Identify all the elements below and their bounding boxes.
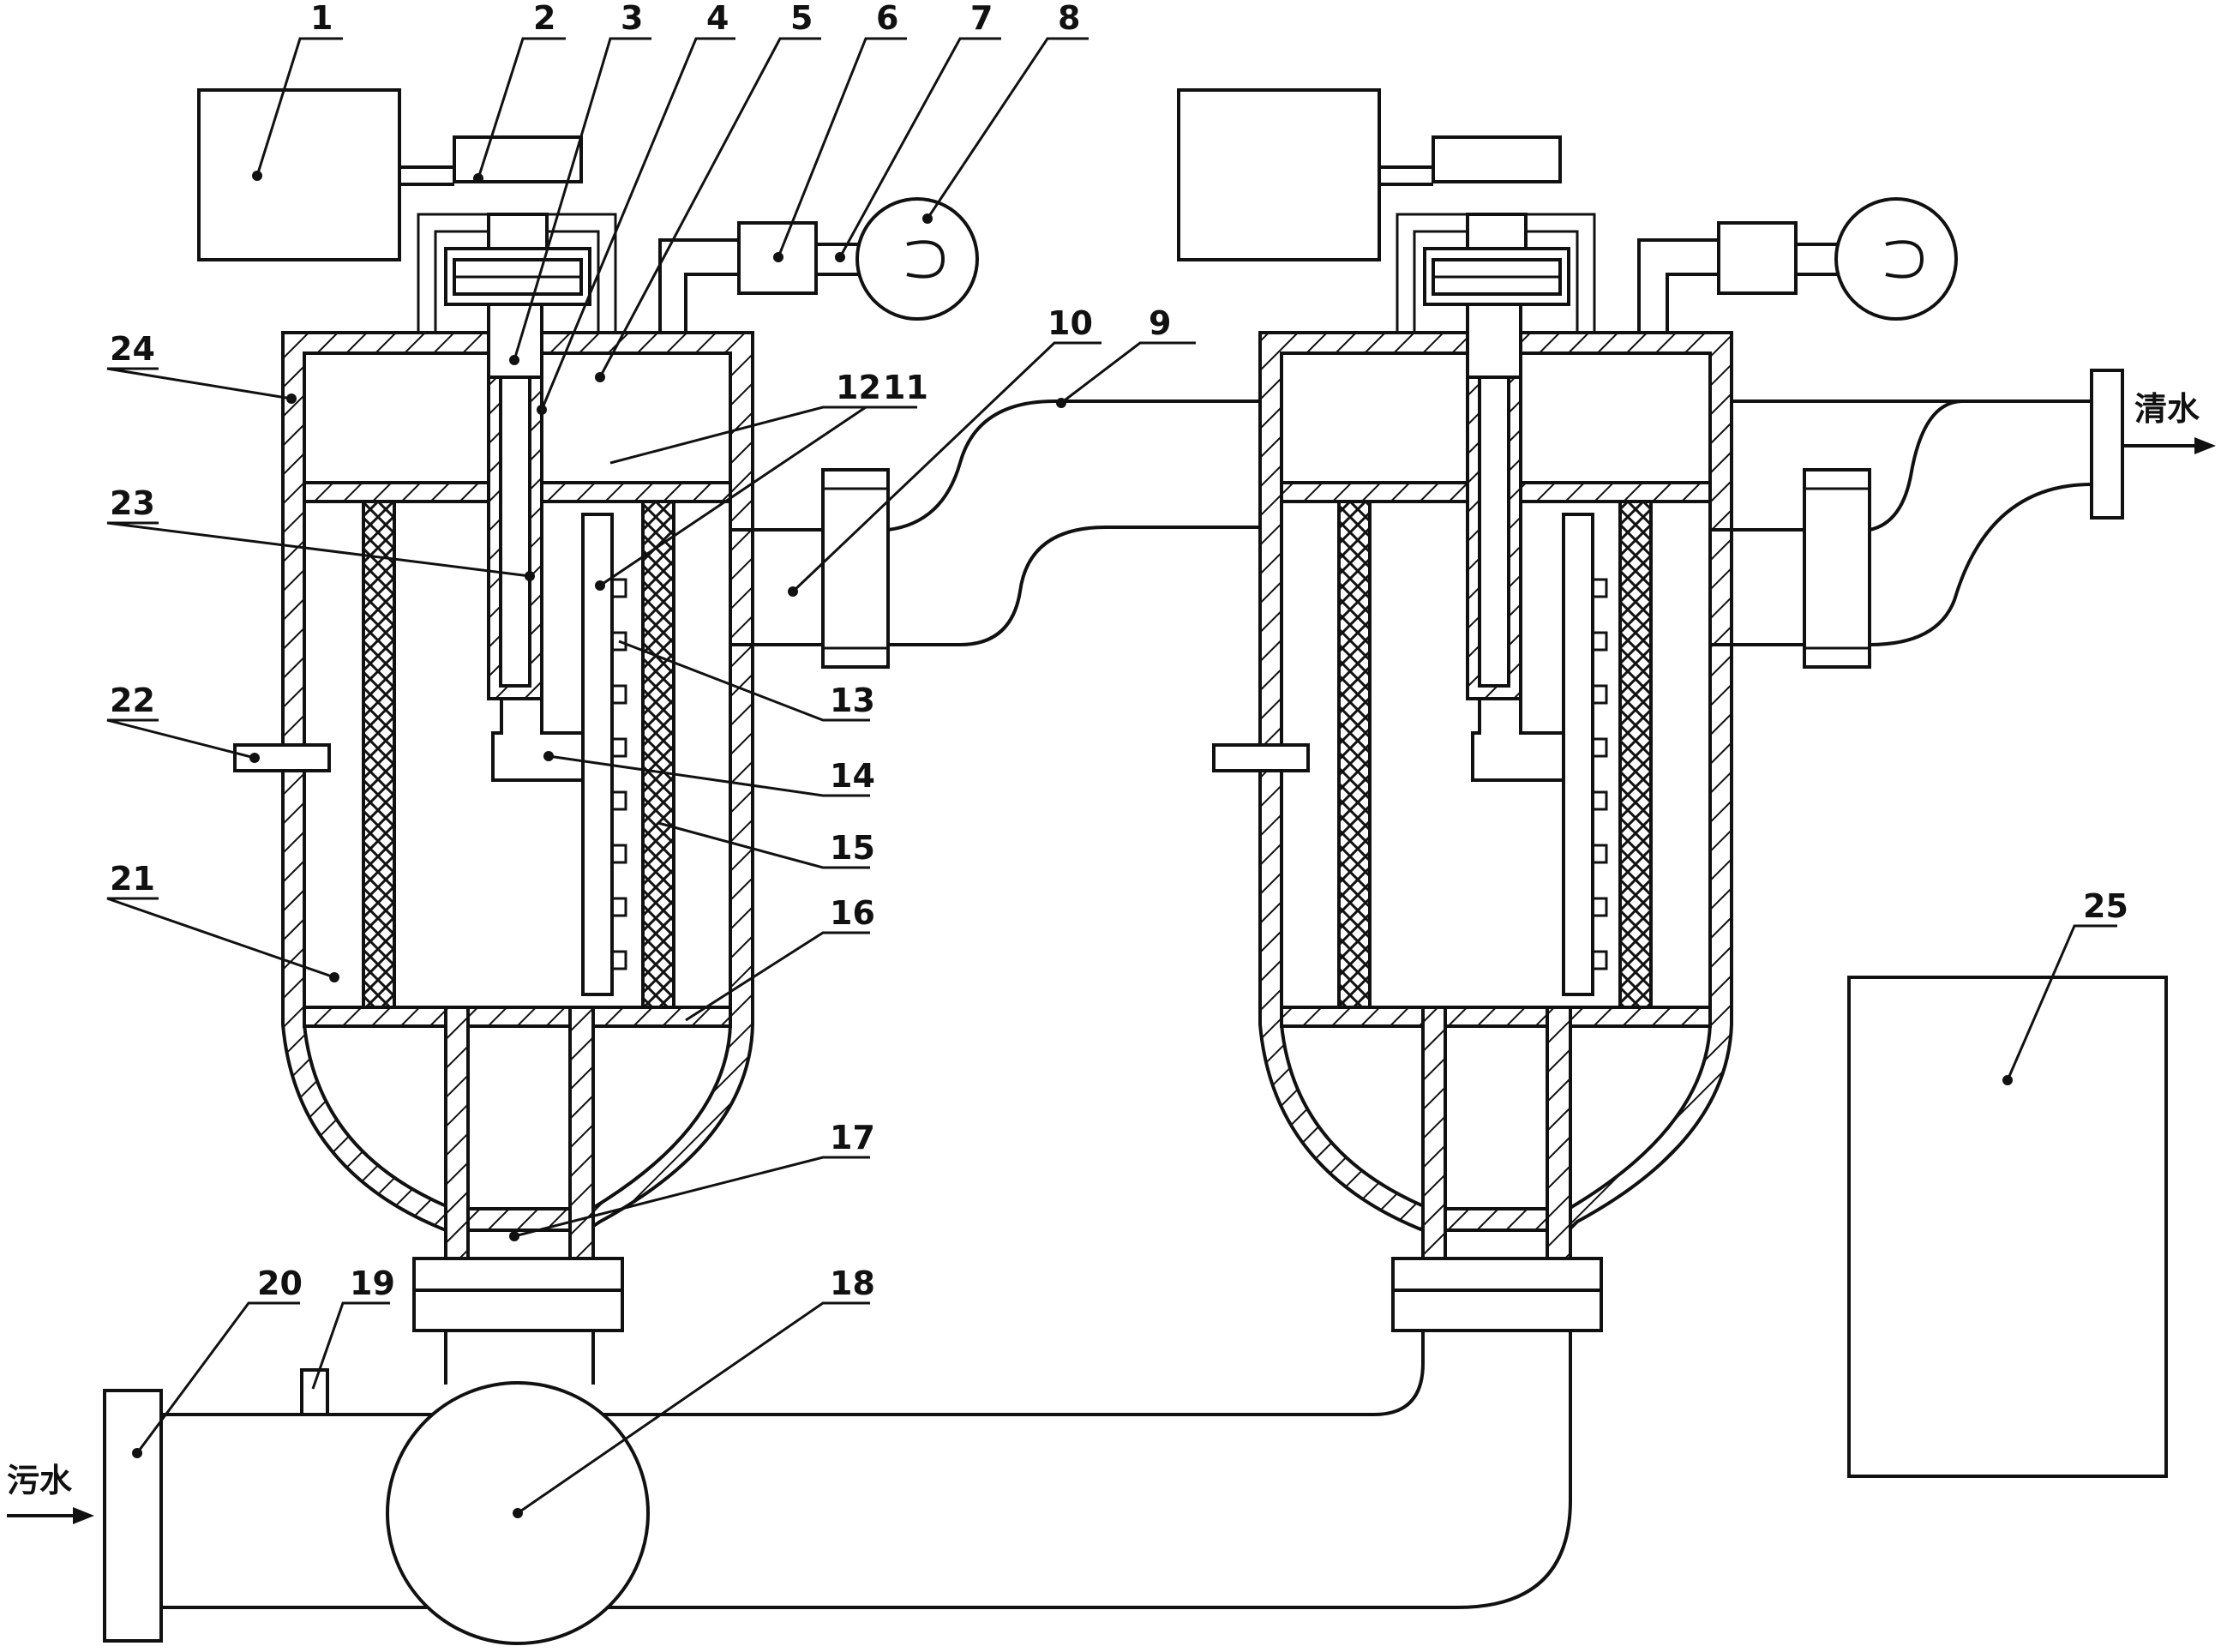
left-side-outlet-pipe <box>730 528 823 646</box>
label-7: 7 <box>970 0 993 37</box>
label-15: 15 <box>830 829 875 867</box>
label-11: 11 <box>883 369 928 406</box>
label-22: 22 <box>110 682 155 719</box>
left-nozzle-flange <box>412 1257 624 1332</box>
label-5: 5 <box>790 0 813 37</box>
label-17: 17 <box>830 1119 875 1156</box>
left-filter-unit <box>197 88 979 1332</box>
left-brush-bristles <box>610 578 627 970</box>
label-16: 16 <box>830 894 875 932</box>
left-drive-stem <box>487 303 543 379</box>
controller-box-25 <box>1847 976 2168 1478</box>
left-screen-outer-left <box>362 500 396 1009</box>
outlet-label: 清水 <box>2134 390 2200 428</box>
left-coupling <box>487 213 549 250</box>
label-23: 23 <box>110 484 155 522</box>
inlet-label: 污水 <box>7 1462 73 1499</box>
label-8: 8 <box>1058 0 1080 37</box>
label-6: 6 <box>876 0 898 37</box>
right-filter-unit <box>1177 88 1958 1332</box>
connecting-pipe-9 <box>887 399 1260 532</box>
label-24: 24 <box>110 330 155 368</box>
left-side-port <box>233 743 331 772</box>
left-screen-right <box>641 500 675 1009</box>
label-10: 10 <box>1047 304 1093 342</box>
label-20: 20 <box>257 1265 303 1302</box>
label-21: 21 <box>110 860 155 898</box>
label-25: 25 <box>2083 887 2128 925</box>
label-13: 13 <box>830 682 875 719</box>
left-outlet-nozzle <box>444 1006 470 1262</box>
label-9: 9 <box>1149 304 1171 342</box>
label-18: 18 <box>830 1265 875 1302</box>
label-1: 1 <box>310 0 333 37</box>
part-number-labels: 1 2 3 4 5 6 7 8 9 10 11 12 13 14 15 16 1… <box>110 0 2128 1302</box>
left-side-flange <box>821 468 890 669</box>
left-gearbox-2 <box>453 135 583 183</box>
clean-water-outlet-flange <box>2090 369 2124 520</box>
label-12: 12 <box>836 369 881 406</box>
label-19: 19 <box>350 1265 395 1302</box>
leader-dots <box>132 171 2013 1518</box>
left-lower-plate <box>303 1006 732 1028</box>
label-3: 3 <box>621 0 643 37</box>
sensor-19 <box>300 1368 329 1416</box>
left-motor-1 <box>197 88 401 261</box>
label-4: 4 <box>706 0 729 37</box>
left-shaft <box>499 375 531 688</box>
left-bracket <box>491 699 585 782</box>
label-2: 2 <box>533 0 555 37</box>
inlet-manifold <box>161 1331 1425 1416</box>
left-pump-8 <box>855 197 979 321</box>
inlet-flange-20 <box>103 1389 163 1643</box>
label-14: 14 <box>830 757 875 795</box>
leader-lines <box>106 37 2117 1515</box>
